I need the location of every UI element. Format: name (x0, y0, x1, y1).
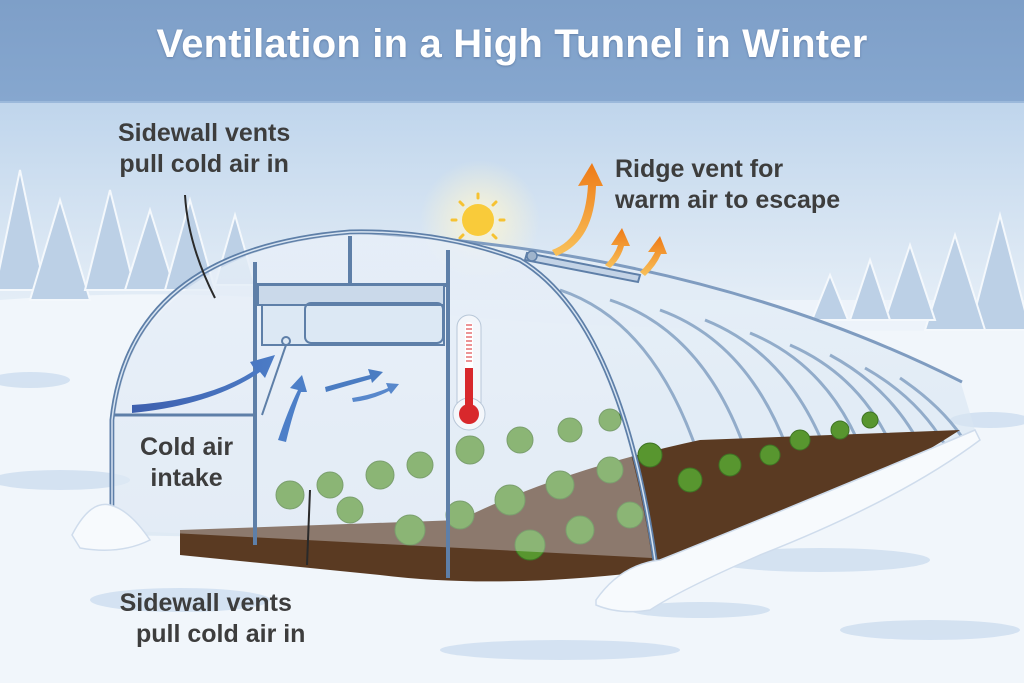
label-line: Sidewall vents (119, 589, 292, 617)
leader-line-bottom (306, 489, 311, 566)
label-line: intake (150, 464, 223, 492)
warm-air-arrow-icon (552, 163, 667, 276)
label-line: warm air to escape (615, 186, 841, 214)
label-line: Sidewall vents (118, 119, 291, 147)
label-sidewall-vents-top: Sidewall vents pull cold air in (118, 118, 290, 180)
plants (275, 408, 879, 561)
page-title: Ventilation in a High Tunnel in Winter (156, 22, 868, 66)
label-line: Ridge vent for (615, 155, 784, 183)
leader-line-top (184, 194, 216, 299)
sun-icon (450, 192, 506, 240)
title-banner: Ventilation in a High Tunnel in Winter (0, 0, 1024, 103)
label-sidewall-vents-bottom: Sidewall vents pull cold air in (106, 588, 306, 650)
cold-air-arrow-icon (132, 355, 399, 442)
label-line: Cold air (140, 433, 234, 461)
label-line: pull cold air in (119, 150, 289, 178)
label-cold-air-intake: Cold air intake (140, 432, 233, 494)
label-line: pull cold air in (136, 620, 306, 648)
ridge-vent (523, 250, 642, 284)
thermometer-icon (452, 314, 486, 431)
snowy-trees-right (810, 211, 1024, 331)
vent-crank (261, 336, 291, 416)
label-ridge-vent: Ridge vent for warm air to escape (615, 154, 840, 216)
